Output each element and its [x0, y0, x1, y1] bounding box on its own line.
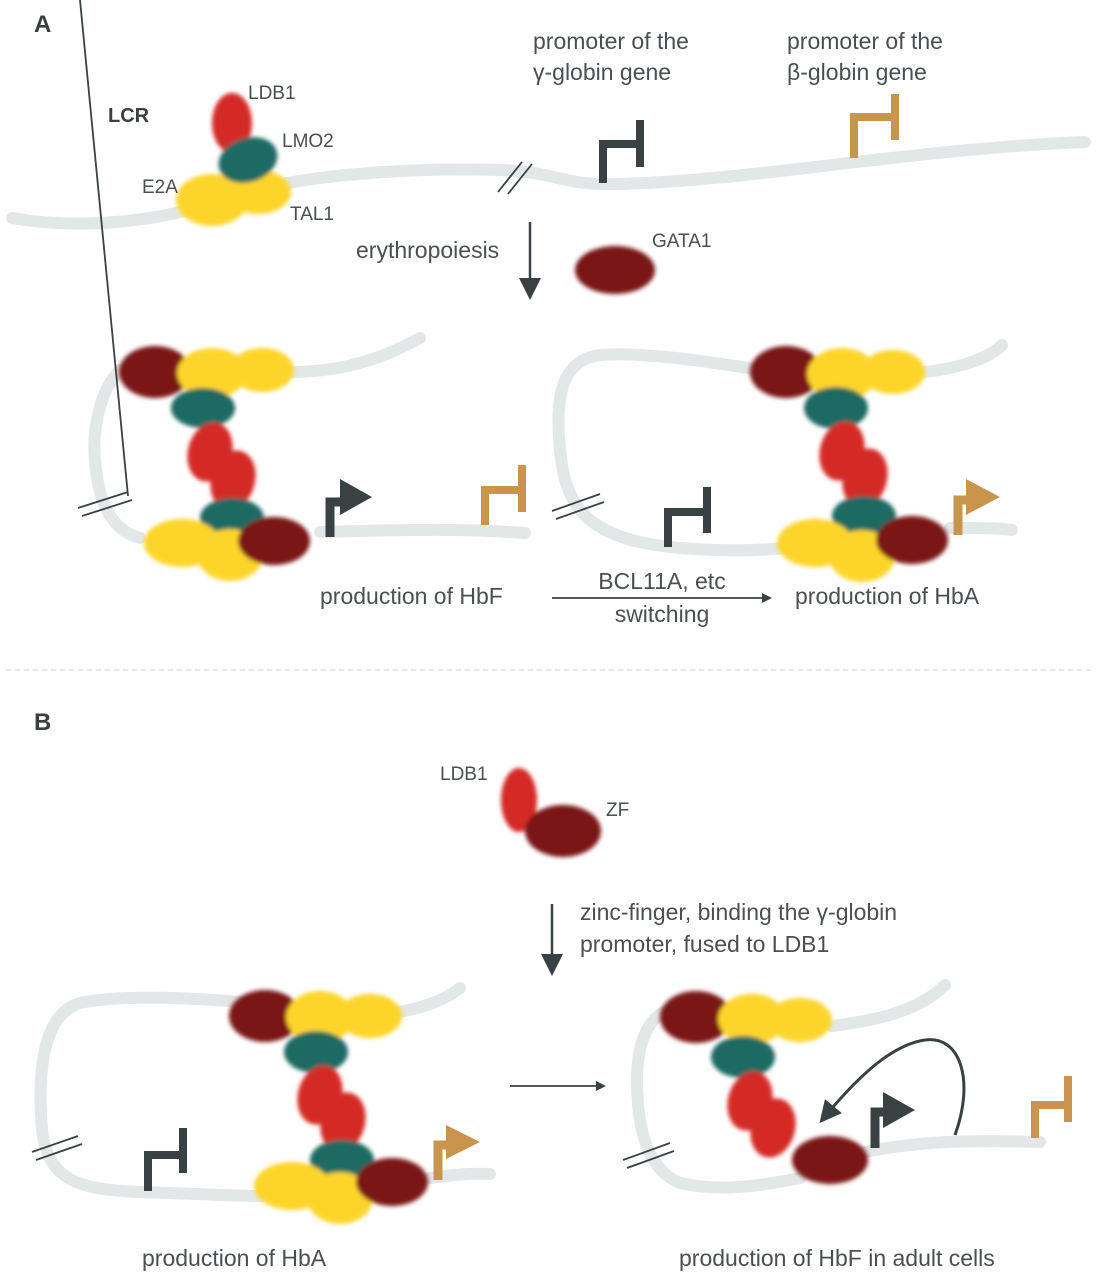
caption-b-hbf-adult: production of HbF in adult cells — [679, 1245, 995, 1271]
switch-label-top: BCL11A, etc — [598, 568, 725, 594]
dna-strand-b-right-top — [826, 979, 951, 1032]
caption-hbf: production of HbF — [320, 583, 503, 609]
beta-promoter-icon — [1031, 1076, 1072, 1138]
erythropoiesis-label: erythropoiesis — [356, 237, 499, 263]
dna-strand-left — [314, 523, 531, 539]
lcr-label: LCR — [108, 105, 150, 127]
break-mark-icon — [622, 1142, 675, 1169]
break-mark-icon — [77, 0, 133, 517]
e2a-label: E2A — [142, 177, 178, 198]
lcr-loop-complex-hbf — [119, 346, 310, 581]
fusion-zf-label: ZF — [606, 800, 629, 821]
caption-b-hba: production of HbA — [142, 1245, 327, 1271]
panel-label-b: B — [34, 709, 51, 736]
beta-promoter-arrowhead-icon — [446, 1125, 480, 1159]
dna-loop-b-left — [34, 991, 268, 1202]
break-mark-icon — [31, 1135, 83, 1161]
ldb1-zf-fusion — [501, 768, 601, 857]
lcr-loop-complex-hba — [750, 346, 948, 582]
fusion-step-label-line1: zinc-finger, binding the γ-globin — [580, 899, 897, 925]
gata1-protein — [575, 246, 655, 294]
break-mark-icon — [551, 493, 605, 520]
lmo2-protein — [218, 137, 278, 183]
lcr-complex — [176, 93, 291, 226]
tal1-label: TAL1 — [290, 204, 334, 225]
beta-promoter-active-icon — [953, 495, 968, 535]
gamma-promoter-icon — [144, 1128, 187, 1191]
ldb1-label: LDB1 — [248, 83, 296, 104]
gamma-promoter-label-line2: γ-globin gene — [533, 59, 671, 85]
fusion-ldb1-label: LDB1 — [440, 764, 488, 785]
dna-strand — [6, 136, 1091, 230]
dna-loop-left — [88, 332, 426, 544]
beta-promoter-icon — [850, 94, 899, 158]
beta-promoter-arrowhead-icon — [966, 479, 1000, 515]
switch-label-bottom: switching — [615, 601, 710, 627]
gamma-promoter-icon — [664, 487, 711, 547]
beta-promoter-label-line2: β-globin gene — [787, 59, 927, 85]
zf-binding-curved-arrow — [819, 1038, 966, 1136]
fusion-step-label-line2: promoter, fused to LDB1 — [580, 931, 829, 957]
dna-loop-right — [552, 348, 796, 557]
gata1-label: GATA1 — [652, 231, 711, 252]
gamma-promoter-icon — [599, 120, 644, 183]
dna-loop-b-right — [630, 1004, 806, 1194]
caption-hba: production of HbA — [795, 583, 980, 609]
beta-promoter-icon — [481, 465, 526, 525]
gamma-promoter-arrowhead-icon — [883, 1092, 915, 1128]
panel-label-a: A — [34, 11, 51, 38]
gamma-promoter-arrowhead-icon — [340, 479, 372, 515]
dna-strand-right-top — [919, 339, 1008, 378]
gamma-promoter-label-line1: promoter of the — [533, 28, 689, 54]
ldb1-protein — [212, 93, 252, 153]
beta-promoter-active-icon — [433, 1140, 448, 1180]
break-mark-icon — [497, 161, 533, 195]
dna-strand-b-right-bottom — [854, 1135, 1046, 1159]
lcr-loop-complex-b-hbf — [660, 991, 868, 1184]
lmo2-label: LMO2 — [282, 131, 334, 152]
lcr-loop-complex-b-hba — [229, 990, 428, 1224]
beta-promoter-label-line1: promoter of the — [787, 28, 943, 54]
